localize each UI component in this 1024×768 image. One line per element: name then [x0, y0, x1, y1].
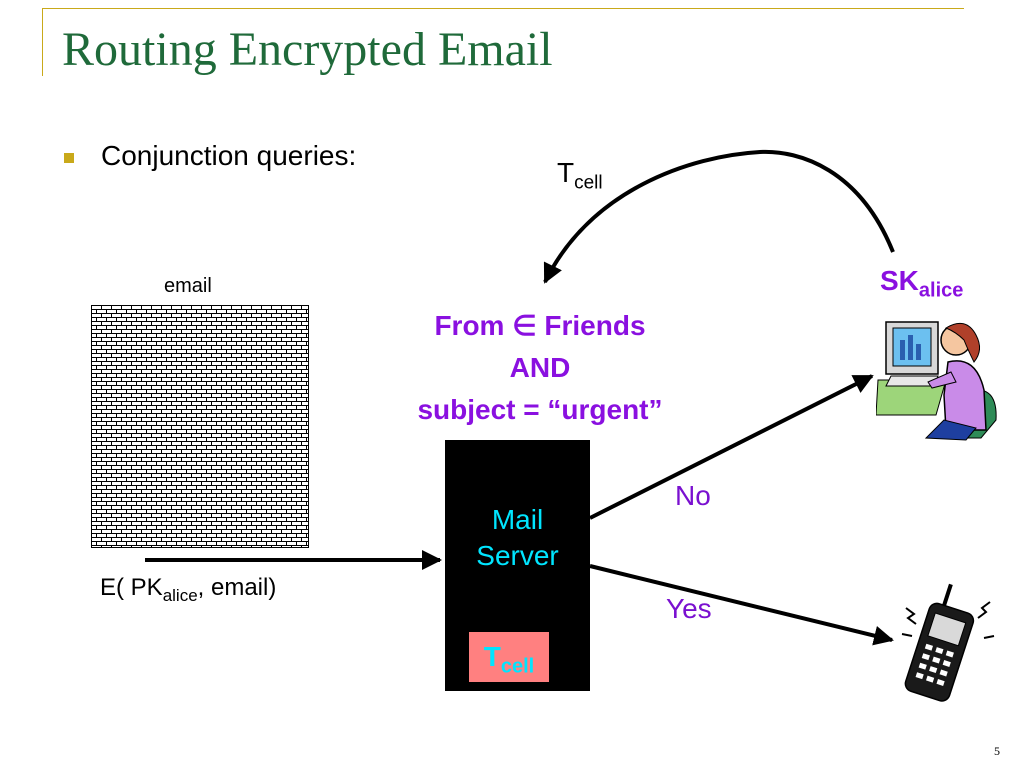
query-line-2: AND [509, 352, 571, 383]
encrypted-email-block [91, 305, 309, 548]
query-line-1: From ∈ Friends [434, 310, 646, 341]
bullet-icon [64, 153, 74, 163]
query-text: From ∈ Friends AND subject = “urgent” [360, 305, 720, 431]
secret-key-label: SKalice [880, 265, 964, 302]
email-label: email [164, 275, 212, 297]
page-number: 5 [994, 744, 1000, 758]
woman-at-computer-icon [876, 321, 997, 441]
token-label-top: Tcell [557, 157, 603, 194]
yes-branch-label: Yes [666, 593, 712, 624]
no-branch-label: No [675, 480, 711, 511]
bullet-text: Conjunction queries: [101, 140, 357, 171]
slide-title: Routing Encrypted Email [62, 23, 553, 76]
encrypted-email-label: E( PKalice, email) [100, 574, 277, 605]
mail-server-label: Mail Server [476, 504, 559, 572]
ringing-cellphone-icon [901, 583, 995, 702]
yes-arrow [589, 564, 894, 646]
no-arrow [589, 374, 874, 520]
server-token-badge: Tcell [469, 632, 549, 682]
query-line-3: subject = “urgent” [417, 394, 663, 425]
token-arrow [543, 149, 895, 284]
